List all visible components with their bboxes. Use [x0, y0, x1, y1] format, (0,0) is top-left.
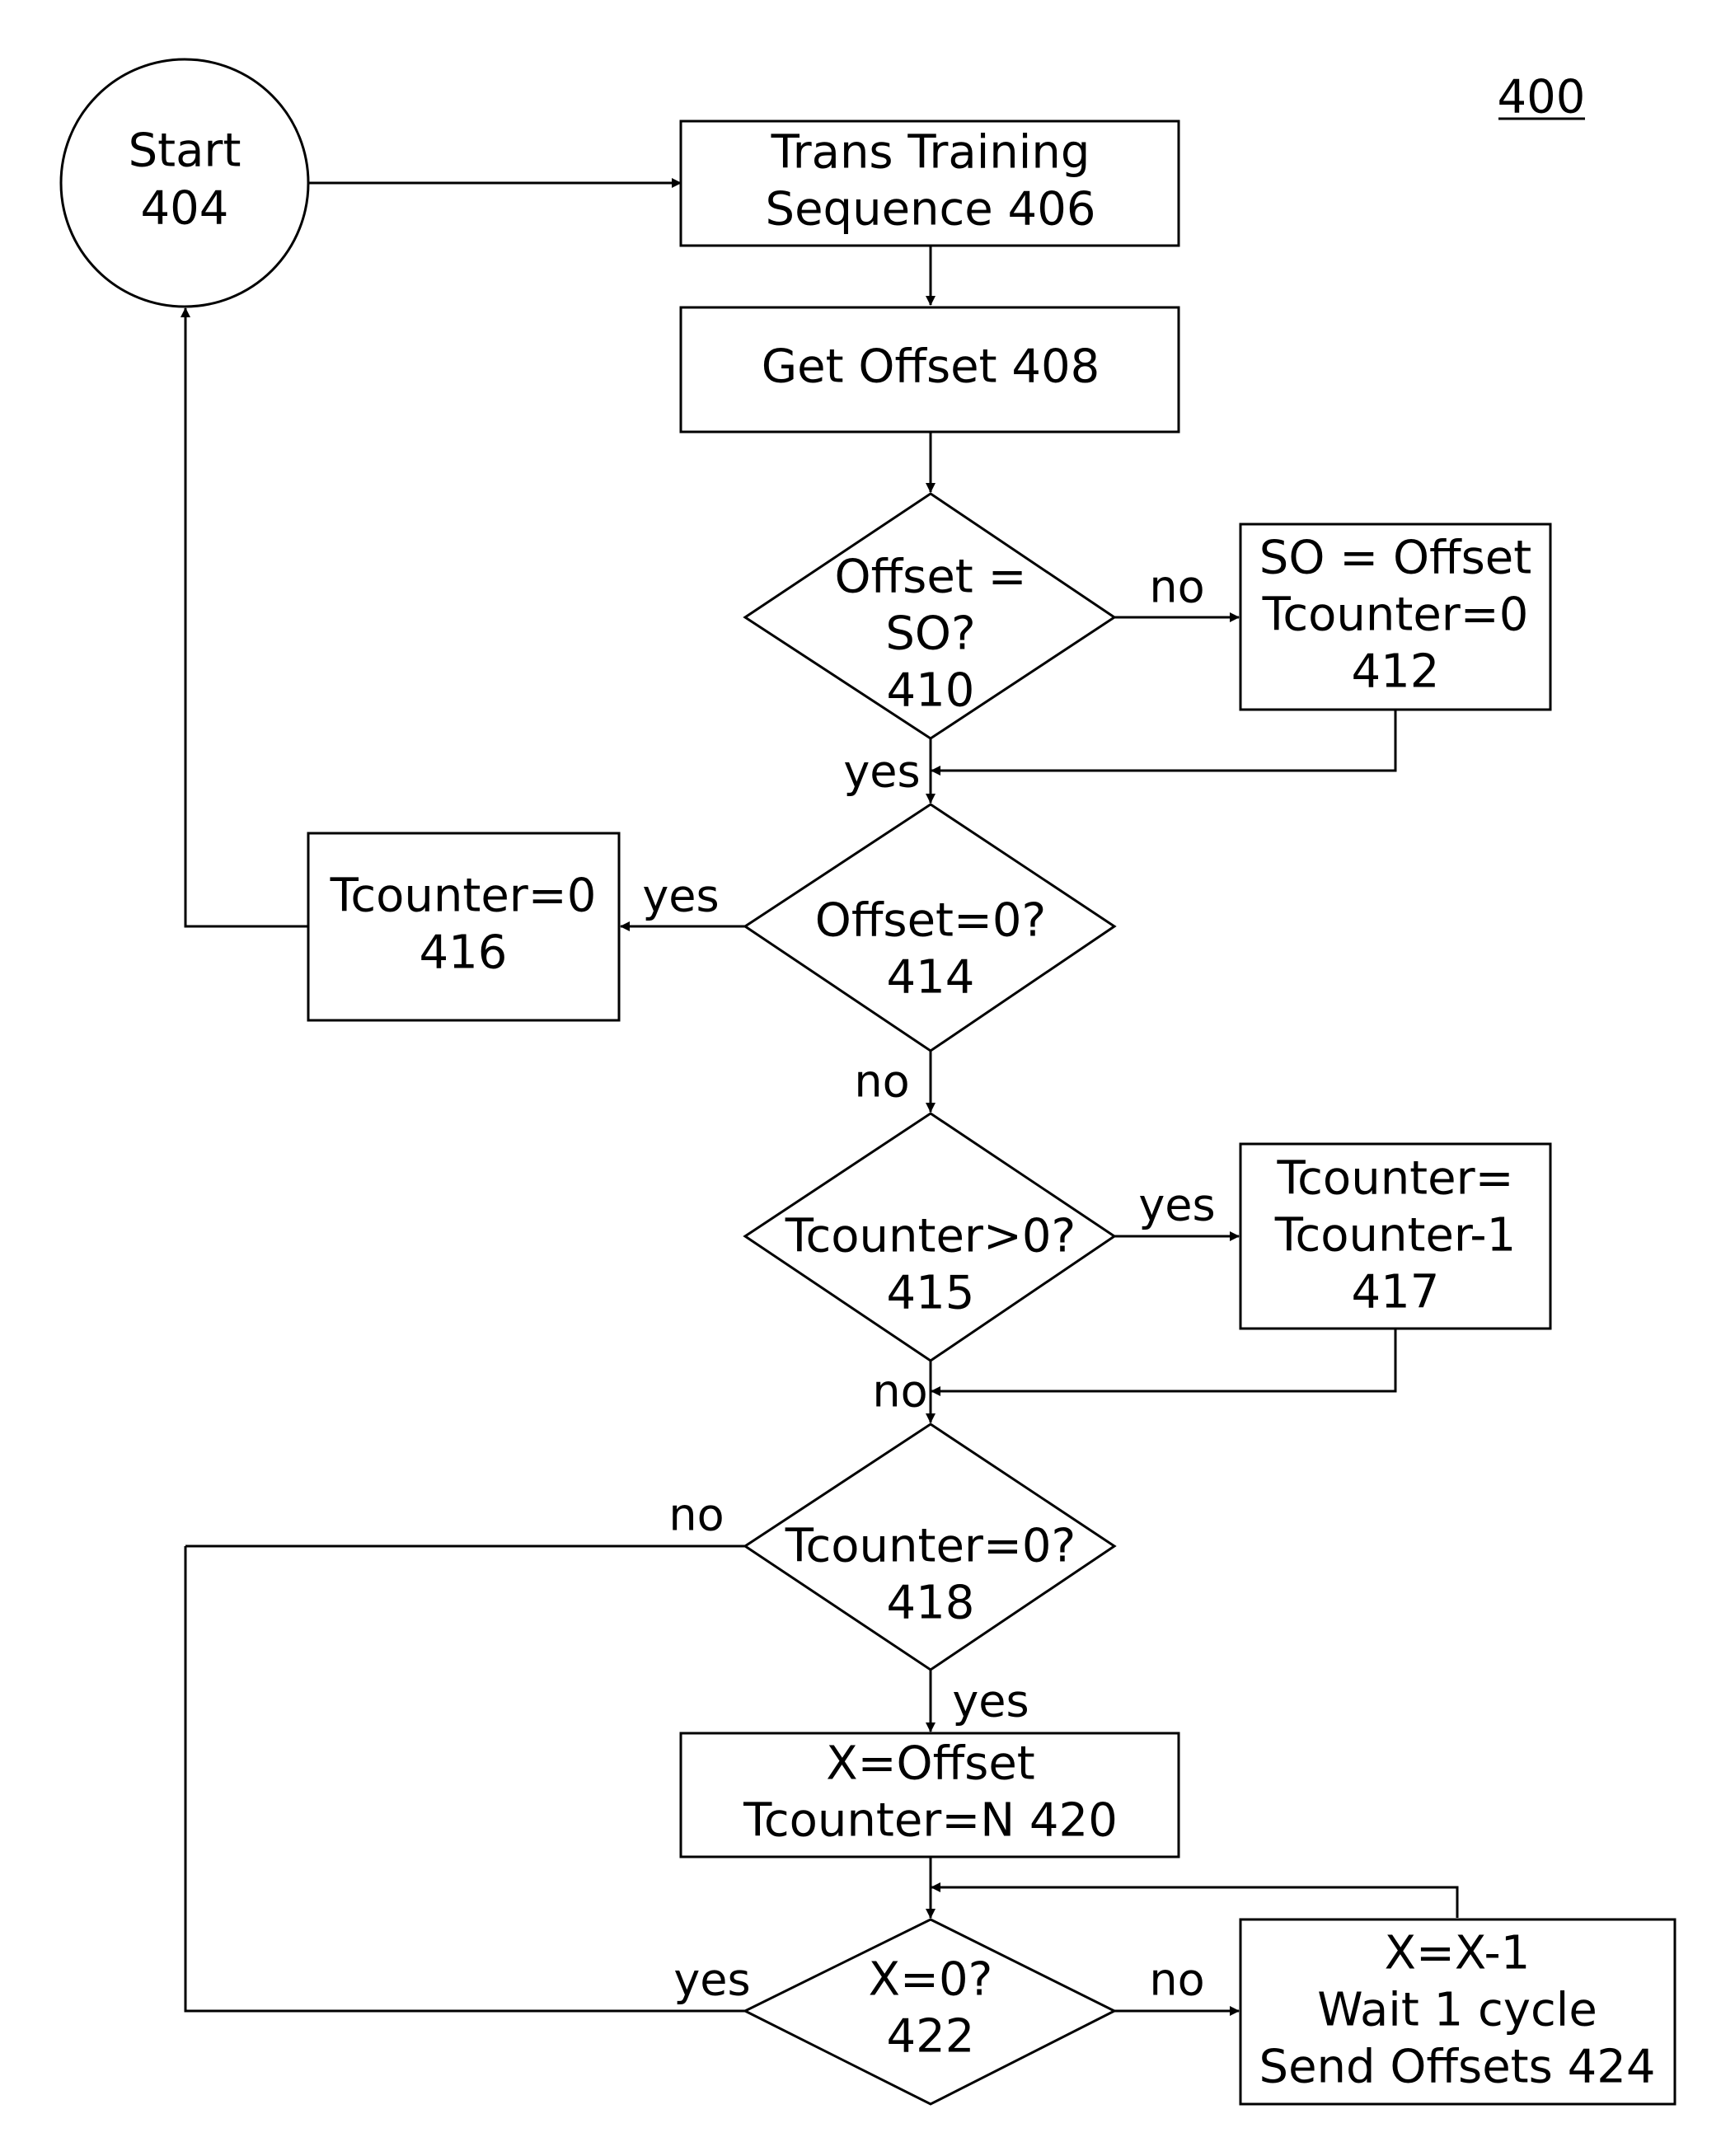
decision-410-line3: 410	[887, 664, 975, 718]
process-417-line2: Tcounter-1	[1274, 1209, 1516, 1263]
label-422-no: no	[1149, 1954, 1204, 2006]
label-410-no: no	[1149, 561, 1204, 613]
decision-422-line2: 422	[887, 2010, 975, 2064]
label-410-yes: yes	[843, 746, 920, 798]
label-415-yes: yes	[1138, 1179, 1215, 1231]
process-408: Get Offset 408	[681, 307, 1179, 432]
process-420-line2: Tcounter=N 420	[743, 1794, 1118, 1848]
edge-422-yes-to-start	[185, 1546, 745, 2011]
process-412-line1: SO = Offset	[1259, 532, 1531, 585]
process-424-line3: Send Offsets 424	[1259, 2041, 1656, 2094]
decision-418-line1: Tcounter=0?	[785, 1520, 1076, 1573]
process-417-line1: Tcounter=	[1276, 1152, 1513, 1206]
process-417: Tcounter= Tcounter-1 417	[1240, 1144, 1550, 1329]
decision-410: Offset = SO? 410	[745, 494, 1114, 738]
process-412-line3: 412	[1352, 645, 1440, 699]
edge-412-return	[931, 710, 1395, 771]
process-424-line2: Wait 1 cycle	[1317, 1984, 1597, 2037]
label-418-yes: yes	[952, 1676, 1029, 1727]
decision-415-line1: Tcounter>0?	[785, 1210, 1076, 1263]
process-412-line2: Tcounter=0	[1262, 588, 1529, 642]
start-label: Start	[129, 124, 242, 178]
decision-418: Tcounter=0? 418	[745, 1424, 1114, 1670]
decision-414: Offset=0? 414	[745, 804, 1114, 1051]
decision-422-line1: X=0?	[869, 1953, 993, 2007]
process-406: Trans Training Sequence 406	[681, 121, 1179, 246]
edge-416-to-start	[185, 308, 308, 926]
process-416: Tcounter=0 416	[308, 833, 619, 1020]
decision-410-line2: SO?	[885, 607, 975, 661]
process-406-line1: Trans Training	[771, 126, 1090, 180]
process-417-line3: 417	[1352, 1266, 1440, 1319]
label-414-no: no	[854, 1056, 909, 1108]
process-406-line2: Sequence 406	[766, 183, 1096, 237]
process-416-line2: 416	[420, 926, 508, 980]
label-415-no: no	[872, 1366, 927, 1418]
decision-415-line2: 415	[887, 1267, 975, 1320]
process-420-line1: X=Offset	[826, 1737, 1035, 1791]
label-414-yes: yes	[642, 870, 719, 922]
process-412: SO = Offset Tcounter=0 412	[1240, 524, 1550, 710]
start-node: Start 404	[61, 59, 308, 307]
decision-414-line2: 414	[887, 951, 975, 1005]
decision-418-line2: 418	[887, 1577, 975, 1630]
decision-410-line1: Offset =	[835, 551, 1027, 604]
process-420: X=Offset Tcounter=N 420	[681, 1733, 1179, 1857]
decision-422: X=0? 422	[745, 1919, 1114, 2104]
label-418-no: no	[668, 1489, 724, 1541]
decision-414-line1: Offset=0?	[815, 894, 1047, 948]
process-408-line1: Get Offset 408	[762, 340, 1100, 394]
figure-label: 400	[1498, 71, 1586, 124]
decision-415: Tcounter>0? 415	[745, 1113, 1114, 1361]
process-416-line1: Tcounter=0	[330, 869, 597, 923]
edge-417-return	[931, 1329, 1395, 1391]
edge-424-loop	[931, 1887, 1457, 1918]
start-number: 404	[141, 182, 229, 236]
process-424-line1: X=X-1	[1385, 1927, 1531, 1980]
label-422-yes: yes	[673, 1954, 750, 2006]
process-424: X=X-1 Wait 1 cycle Send Offsets 424	[1240, 1919, 1675, 2104]
